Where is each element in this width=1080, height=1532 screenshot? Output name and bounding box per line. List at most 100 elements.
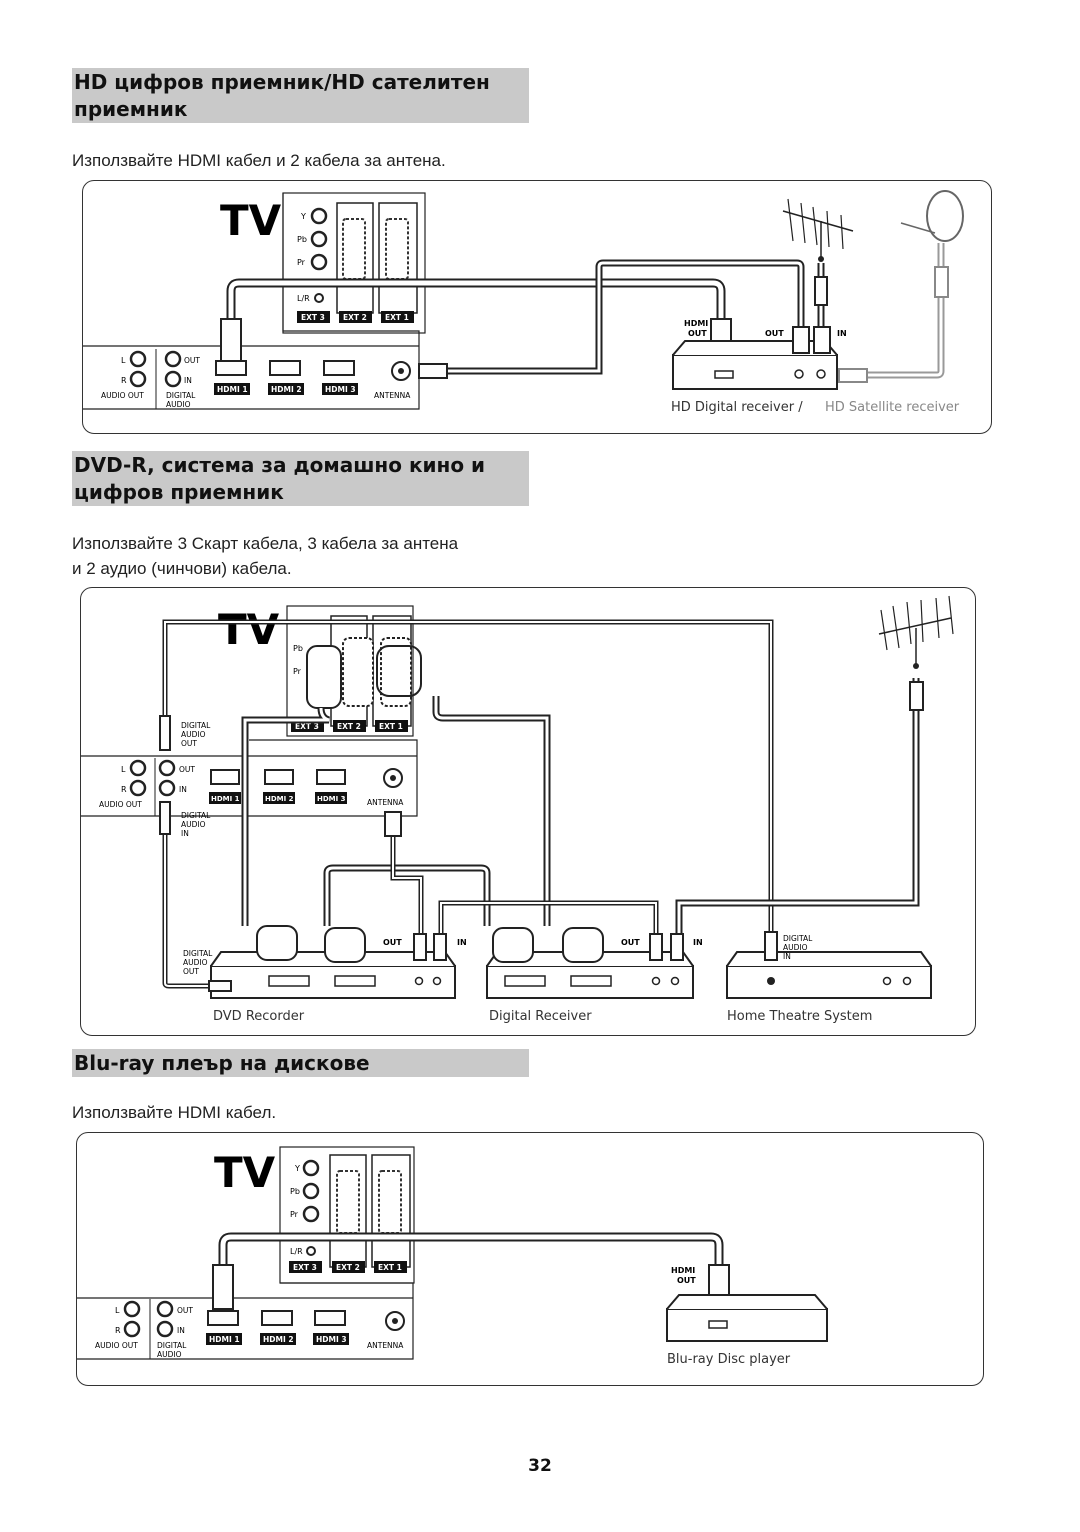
tv-panel-outline-2 (81, 739, 418, 817)
l-label-3: L (115, 1306, 120, 1315)
roof-antenna-plug-icon (814, 276, 828, 306)
dvd-recorder-box-icon (210, 965, 456, 999)
hdmi3-label: HDMI 3 (325, 385, 356, 394)
scart-column-2c (371, 1154, 411, 1268)
digital-out-label-3: OUT (177, 1306, 193, 1315)
digital-in-label-3: IN (177, 1326, 185, 1335)
roof-antenna-dot-2 (913, 663, 919, 669)
roof-antenna-icon (782, 210, 854, 232)
dvd-scart-2-icon (334, 975, 376, 987)
section2-heading-line2: цифров приемник (74, 480, 284, 504)
scart-cable-ext3 (241, 707, 331, 926)
dvd-digital-out-plug-icon (208, 980, 232, 992)
y-label-3: Y (294, 1164, 300, 1173)
scart-socket-1c (336, 1170, 360, 1234)
page-number: 32 (528, 1456, 552, 1476)
tv-digital-in-label-b: AUDIO (181, 820, 206, 829)
hdmi1-port-icon-3 (207, 1310, 239, 1326)
section1-heading: HD цифров приемник/HD сателитен приемник (72, 68, 529, 123)
digital-in-label-2: IN (179, 785, 187, 794)
home-theatre-top (726, 951, 932, 967)
audio-out-label: AUDIO OUT (101, 391, 144, 400)
receiver-ant-out-jack-icon-2 (651, 976, 661, 986)
roof-antenna-plug-icon-2 (909, 681, 924, 711)
scart-socket-2c (378, 1170, 402, 1234)
section3-heading: Blu-ray плеър на дискове (72, 1049, 529, 1077)
hdmi2-label-2: HDMI 2 (265, 795, 294, 803)
pb-label: Pb (297, 235, 307, 244)
tv-logo-3: TV (214, 1148, 276, 1197)
receiver-hdmi-out-label: OUT (688, 329, 707, 338)
hdmi1-badge (214, 383, 250, 395)
satellite-plug-icon (934, 266, 949, 298)
hdmi1-label: HDMI 1 (217, 385, 248, 394)
player-hdmi-out-label: OUT (677, 1276, 696, 1285)
pb-label-3: Pb (290, 1187, 300, 1196)
audio-l-jack-icon (129, 350, 147, 368)
lr-label: L/R (297, 294, 310, 303)
section2-heading-line1: DVD-R, система за домашно кино и (74, 453, 486, 477)
digital-audio-in-plug-icon (159, 801, 171, 835)
dvd-ant-out-label: OUT (383, 938, 402, 947)
ext1-label: EXT 1 (385, 313, 409, 322)
home-theatre-label: Home Theatre System (727, 1009, 872, 1024)
r-label: R (121, 376, 127, 385)
pr-jack-icon-3 (302, 1205, 320, 1223)
home-theatre-box-icon (726, 965, 932, 999)
ext2-label: EXT 2 (343, 313, 367, 322)
lr-jack-icon (314, 293, 324, 303)
scart-cable-ext1-inner (434, 696, 549, 926)
antenna-label: ANTENNA (374, 391, 411, 400)
receiver-ant-in-jack-icon (816, 369, 826, 379)
hdmi1-badge-3 (206, 1333, 242, 1345)
antenna-plug-tv-icon-2 (384, 811, 402, 837)
diagram1-panel: TV Y Pb Pr L/R EXT 3 EXT 2 EXT 1 L R AUD… (82, 180, 992, 434)
lr-label-3: L/R (290, 1247, 303, 1256)
digital-out-jack-icon-2 (158, 759, 176, 777)
dvd-scart-plug-1-icon (256, 925, 298, 961)
antenna-cable-roof-2-inner (677, 678, 918, 936)
ext3-badge (297, 311, 330, 323)
pr-label: Pr (297, 258, 306, 267)
tv-panel-outline-3 (77, 1282, 414, 1360)
hdmi2-label-3: HDMI 2 (263, 1335, 294, 1344)
roof-antenna-icon-2 (878, 617, 952, 635)
hdmi2-badge (268, 383, 304, 395)
receiver-label-b: HD Satellite receiver (825, 400, 960, 415)
ext3-label-2: EXT 3 (295, 722, 319, 731)
home-theatre-jack-b-icon (902, 976, 912, 986)
digital-label-3: DIGITAL (157, 1341, 187, 1350)
satellite-dish-arm (900, 222, 936, 234)
ext1-label-2: EXT 1 (379, 722, 403, 731)
digital-out-label-2: OUT (179, 765, 195, 774)
tv-logo: TV (220, 196, 282, 245)
antenna-jack-core-3 (392, 1318, 398, 1324)
digital-in-jack-icon-3 (156, 1320, 174, 1338)
audio-r-jack-icon (129, 370, 147, 388)
antenna-cable-roof-2 (675, 678, 920, 936)
dvd-digital-label-b: AUDIO (183, 958, 208, 967)
digital-out-jack-icon (164, 350, 182, 368)
hdmi1-port-icon (215, 360, 247, 376)
hdmi3-label-3: HDMI 3 (316, 1335, 347, 1344)
satellite-plug-receiver-icon (838, 368, 868, 383)
scart-plug-2-icon (342, 637, 374, 707)
bluray-hdmi-port-icon (708, 1320, 728, 1329)
hdmi1-label-2: HDMI 1 (211, 795, 240, 803)
hd-receiver-box-icon (672, 354, 838, 390)
scart-cable-ext1 (432, 696, 551, 926)
satellite-dish-icon (926, 190, 964, 242)
hdmi-cable-inner (228, 280, 724, 321)
dvd-ant-out-jack-icon (414, 976, 424, 986)
digital-out-label: OUT (184, 356, 200, 365)
tv-digital-in-label-a: DIGITAL (181, 811, 211, 820)
antenna-cable-mid-inner (440, 902, 657, 936)
hdmi3-port-icon-2 (316, 769, 346, 785)
ext1-badge-2 (375, 720, 408, 732)
diagram2-svg: TV Pb Pr EXT 3 EXT 2 EXT 1 L R AUDIO OUT… (81, 595, 954, 1024)
ext1-label-3: EXT 1 (378, 1263, 402, 1272)
audio-l-jack-icon-3 (123, 1300, 141, 1318)
dvd-ant-in-jack-icon (432, 976, 442, 986)
y-jack-icon (310, 207, 328, 225)
antenna-label-3: ANTENNA (367, 1341, 404, 1350)
